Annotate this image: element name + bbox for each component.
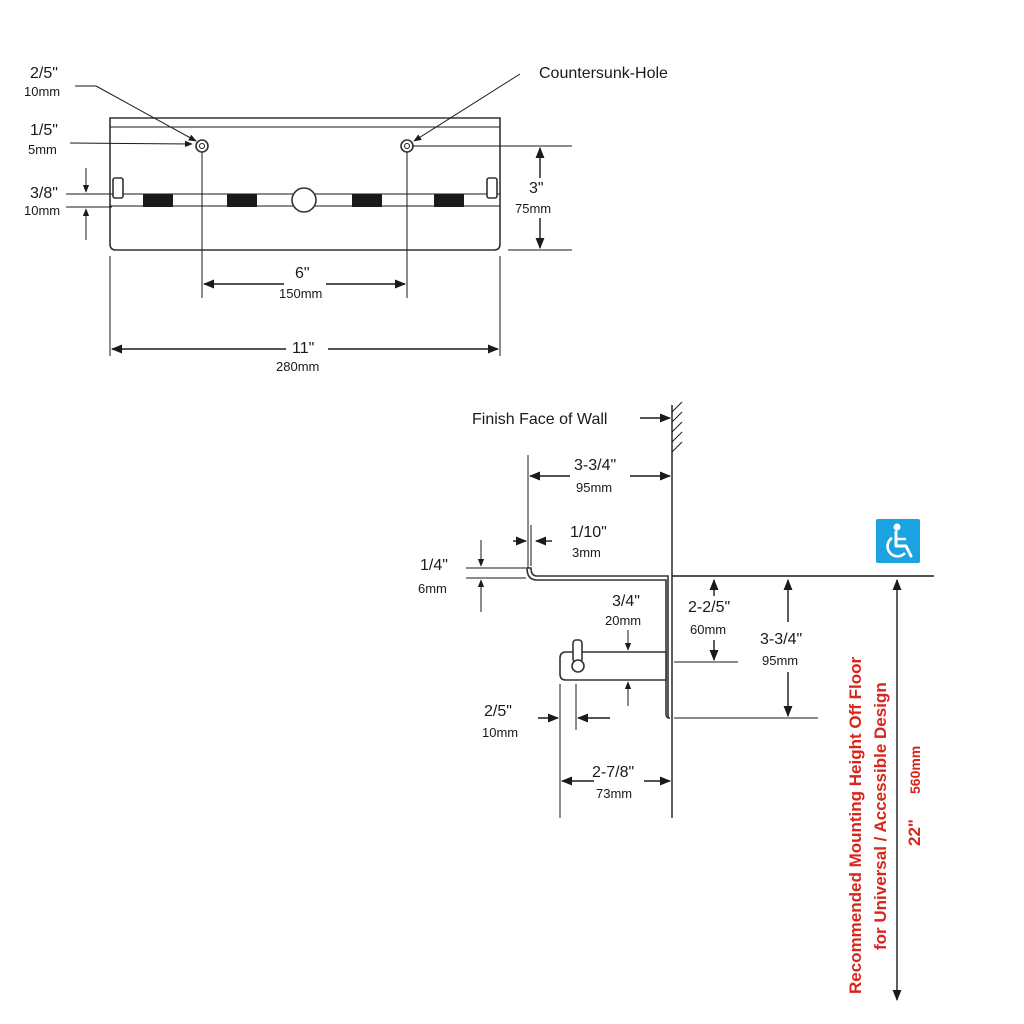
slot-height-mm: 10mm	[24, 203, 60, 218]
depth-in: 3-3/4"	[574, 457, 616, 474]
hole-dia-mm: 10mm	[24, 84, 60, 99]
bracket-profile	[526, 567, 671, 719]
pin-head	[571, 659, 585, 673]
pin-in: 2/5"	[484, 703, 512, 720]
hole-offset-mm: 5mm	[28, 142, 57, 157]
side-view: Finish Face of Wall 3-3/4" 95mm 1/10" 3m…	[418, 401, 818, 818]
arm-mm: 20mm	[605, 613, 641, 628]
depth-mm: 95mm	[576, 480, 612, 495]
arm-in: 3/4"	[612, 593, 640, 610]
mounting-height-in: 22"	[905, 819, 924, 846]
mounting-height-mm: 560mm	[907, 746, 923, 794]
slot	[434, 194, 464, 207]
countersunk-hole-right	[400, 139, 414, 153]
slot	[352, 194, 382, 207]
bracket-plate	[109, 117, 501, 251]
front-view: 2/5" 10mm 1/5" 5mm 3/8" 10mm 3" 75mm 6" …	[24, 65, 668, 374]
arm-block	[559, 651, 667, 681]
mounting-note-line1: Recommended Mounting Height Off Floor	[846, 656, 865, 994]
mounting-note-line2: for Universal / Accessible Design	[871, 682, 890, 950]
drop-mm: 60mm	[690, 622, 726, 637]
lip-mm: 6mm	[418, 581, 447, 596]
width-mm: 280mm	[276, 359, 319, 374]
thickness-in: 1/10"	[570, 524, 607, 541]
slot	[143, 194, 173, 207]
drop-in: 2-2/5"	[688, 599, 730, 616]
height-in: 3"	[529, 180, 544, 197]
pin-mm: 10mm	[482, 725, 518, 740]
wall-hatch	[671, 401, 683, 453]
slot-height-in: 3/8"	[30, 185, 58, 202]
thickness-mm: 3mm	[572, 545, 601, 560]
projection-mm: 73mm	[596, 786, 632, 801]
projection-in: 2-7/8"	[592, 764, 634, 781]
mounting-height: Recommended Mounting Height Off Floor fo…	[672, 519, 934, 1002]
wheelchair-accessibility-icon	[876, 519, 920, 563]
center-hole	[291, 187, 317, 213]
tab-right	[486, 177, 498, 199]
countersunk-hole-left	[195, 139, 209, 153]
pin	[572, 639, 583, 663]
tab-left	[112, 177, 124, 199]
hole-dia-in: 2/5"	[30, 65, 58, 82]
wall-label: Finish Face of Wall	[472, 411, 607, 428]
lip-in: 1/4"	[420, 557, 448, 574]
height-mm: 75mm	[515, 201, 551, 216]
total-drop-in: 3-3/4"	[760, 631, 802, 648]
hole-offset-in: 1/5"	[30, 122, 58, 139]
width-in: 11"	[292, 340, 314, 357]
slot	[227, 194, 257, 207]
hole-spacing-mm: 150mm	[279, 286, 322, 301]
countersunk-callout: Countersunk-Hole	[539, 65, 668, 82]
total-drop-mm: 95mm	[762, 653, 798, 668]
hole-spacing-in: 6"	[295, 265, 310, 282]
